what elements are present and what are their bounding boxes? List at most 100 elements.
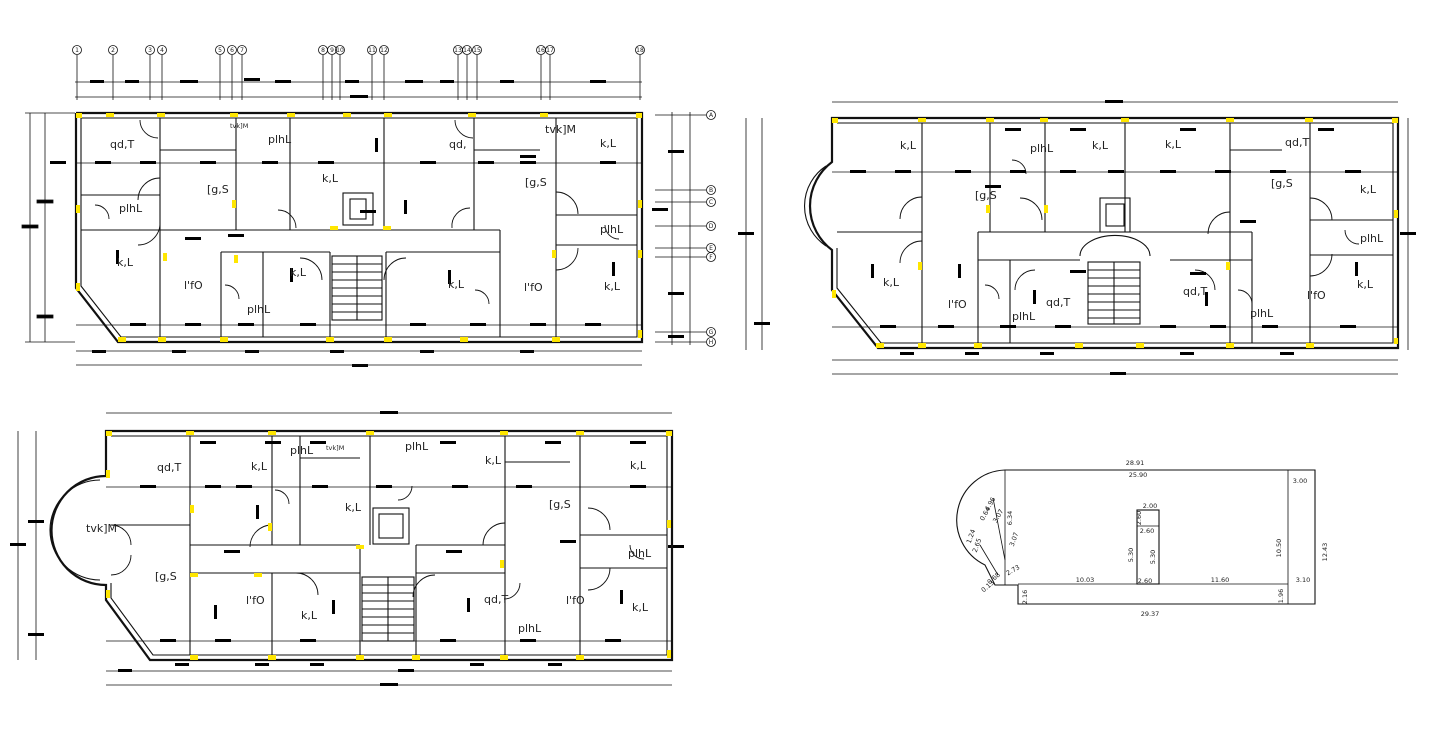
- axis-11: 11: [368, 47, 376, 54]
- dimension-label: 2.60: [1135, 511, 1143, 525]
- room-label: l'fO: [566, 594, 585, 607]
- site-dimension-labels: 28.91 25.90 3.00 2.00 2.60 2.60 5.30 5.3…: [965, 459, 1329, 618]
- dimension-label: 3.07: [1008, 531, 1020, 547]
- interior-walls: [81, 118, 637, 337]
- axis-12: 12: [380, 47, 388, 54]
- room-labels: qd,T k,L plhL tvk]M plhL k,L k,L tvk]M k…: [86, 440, 652, 635]
- room-label: k,L: [632, 601, 649, 614]
- room-label: qd,T: [1046, 296, 1070, 309]
- axis-14: 14: [463, 47, 471, 54]
- column-markers: [76, 113, 642, 342]
- dimension-label: 2.60: [1138, 577, 1152, 585]
- dimension-label: 3.10: [1296, 576, 1310, 584]
- room-label: [g,S: [207, 183, 229, 196]
- exterior-wall: [74, 111, 644, 344]
- room-label: plhL: [600, 223, 624, 236]
- room-label: k,L: [900, 139, 917, 152]
- door-swings: [94, 119, 620, 305]
- dimension-label: 5.30: [1127, 548, 1135, 562]
- room-label: qd,T: [110, 138, 134, 151]
- axis-10: 10: [336, 47, 344, 54]
- room-label: k,L: [1357, 278, 1374, 291]
- axis-7: 7: [240, 47, 244, 54]
- dimension-label: 10.03: [1076, 576, 1095, 584]
- floor-plan-3: qd,T k,L plhL tvk]M plhL k,L k,L tvk]M k…: [10, 411, 684, 686]
- axis-9: 9: [330, 47, 334, 54]
- exterior-wall: [808, 116, 1400, 350]
- dimension-label: 28.91: [1126, 459, 1145, 467]
- column-markers: [106, 431, 672, 660]
- dimension-label: 1.96: [1277, 589, 1285, 603]
- grid-row-labels: A B C D E F G H: [709, 112, 714, 346]
- room-label: tvk]M: [230, 122, 248, 130]
- room-label: qd,: [449, 138, 466, 151]
- room-label: [g,S: [975, 189, 997, 202]
- dimension-label: 6.34: [1006, 511, 1014, 525]
- axis-C: C: [709, 199, 713, 206]
- dimension-label: 11.60: [1211, 576, 1230, 584]
- room-label: k,L: [251, 460, 268, 473]
- room-label: k,L: [448, 278, 465, 291]
- grid-axis-bubbles-top: [72, 45, 645, 55]
- dimension-label: 10.50: [1275, 539, 1283, 558]
- dimension-label: 3.07: [991, 508, 1005, 525]
- axis-E: E: [709, 245, 713, 252]
- room-label: plhL: [1030, 142, 1054, 155]
- interior-walls: [837, 123, 1393, 343]
- room-label: tvk]M: [326, 444, 344, 452]
- dimension-strings-top: [75, 78, 642, 98]
- room-label: qd,T: [157, 461, 181, 474]
- floor-plan-1: 1 2 3 4 5 6 7 8 9 10 11 12 13 14 15 16 1…: [21, 45, 716, 367]
- internal-dimension-marks: [832, 128, 1398, 355]
- dimension-label: 2.60: [1140, 527, 1154, 535]
- room-label: k,L: [883, 276, 900, 289]
- room-label: plhL: [1012, 310, 1036, 323]
- axis-5: 5: [218, 47, 222, 54]
- dimension-label: 29.37: [1141, 610, 1160, 618]
- axis-G: G: [709, 329, 714, 336]
- room-label: qd,T: [1183, 285, 1207, 298]
- room-label: plhL: [247, 303, 271, 316]
- axis-18: 18: [636, 47, 644, 54]
- room-label: k,L: [1165, 138, 1182, 151]
- room-label: k,L: [1092, 139, 1109, 152]
- dimension-label: 3.00: [1293, 477, 1307, 485]
- dimension-strings-left: [21, 112, 75, 343]
- room-label: l'fO: [948, 298, 967, 311]
- dimension-strings: [10, 411, 684, 686]
- door-swings: [110, 485, 645, 600]
- exterior-wall: [50, 429, 674, 662]
- room-label: k,L: [630, 459, 647, 472]
- axis-17: 17: [546, 47, 554, 54]
- room-label: tvk]M: [545, 123, 576, 136]
- axis-B: B: [709, 187, 713, 194]
- dimension-label: 2.00: [1143, 502, 1157, 510]
- room-label: [g,S: [525, 176, 547, 189]
- room-label: k,L: [1360, 183, 1377, 196]
- room-label: plhL: [518, 622, 542, 635]
- interior-walls: [111, 436, 667, 655]
- room-label: l'fO: [1307, 289, 1326, 302]
- room-label: l'fO: [246, 594, 265, 607]
- dimension-label: 12.43: [1321, 543, 1329, 562]
- room-label: [g,S: [549, 498, 571, 511]
- axis-15: 15: [473, 47, 481, 54]
- dimension-label: 5.30: [1149, 550, 1157, 564]
- room-label: l'fO: [524, 281, 543, 294]
- room-label: k,L: [345, 501, 362, 514]
- dimension-label: 2.16: [1021, 590, 1029, 604]
- axis-2: 2: [111, 47, 115, 54]
- axis-4: 4: [160, 47, 164, 54]
- site-plan-outline: 28.91 25.90 3.00 2.00 2.60 2.60 5.30 5.3…: [956, 459, 1329, 618]
- room-label: k,L: [290, 266, 307, 279]
- room-label: plhL: [290, 444, 314, 457]
- internal-dimension-marks: [106, 441, 672, 666]
- room-label: plhL: [119, 202, 143, 215]
- staircase: [1079, 197, 1151, 325]
- internal-dimension-marks: [50, 138, 684, 367]
- grid-axis-labels-top: 1 2 3 4 5 6 7 8 9 10 11 12 13 14 15 16 1…: [75, 47, 644, 54]
- dimension-label: 2.73: [1005, 563, 1022, 577]
- room-labels: k,L plhL k,L k,L qd,T [g,S [g,S k,L plhL…: [883, 136, 1384, 323]
- axis-F: F: [709, 254, 713, 261]
